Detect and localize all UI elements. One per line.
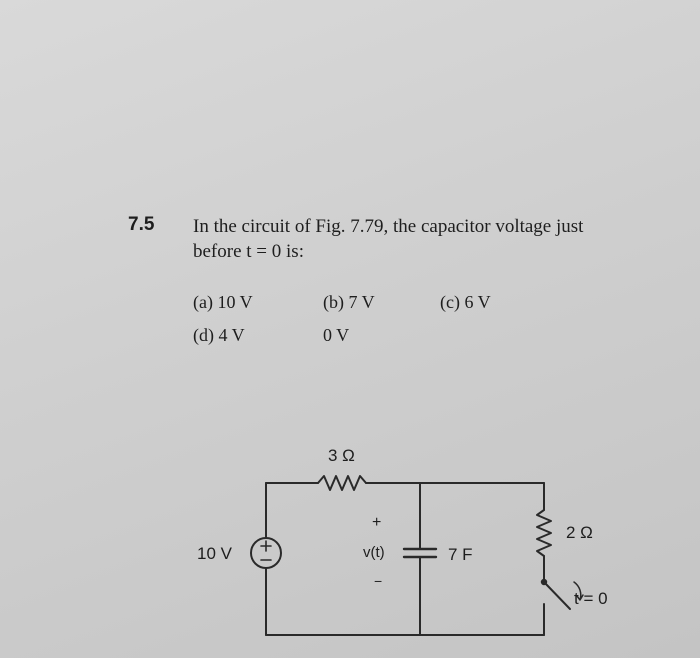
option-a: (a) 10 V [193,292,253,312]
capacitor-label: 7 F [448,545,473,564]
switch-time-label: t = 0 [574,589,608,608]
problem-number: 7.5 [128,214,155,235]
switch-arrow-icon [573,581,584,601]
question-text: In the circuit of Fig. 7.79, the capacit… [193,214,683,264]
option-d: (d) 4 V [193,325,245,345]
capacitor-voltage-label: v(t) [363,544,385,561]
question-line-2: before t = 0 is: [193,241,304,262]
question-line-1: In the circuit of Fig. 7.79, the capacit… [193,216,584,237]
resistor-3-ohm-label: 3 Ω [328,446,355,465]
capacitor-plus-label: + [372,514,382,531]
voltage-source-label: 10 V [197,544,232,563]
capacitor-minus-label: − [374,573,383,589]
option-e: 0 V [323,325,350,345]
resistor-2-ohm [536,509,552,557]
resistor-3-ohm [317,475,367,491]
source-plus-sign [260,540,272,552]
switch-blade-icon [543,581,571,610]
option-c: (c) 6 V [440,292,491,312]
option-b: (b) 7 V [323,292,375,312]
voltage-source-icon [250,537,282,569]
resistor-2-ohm-label: 2 Ω [566,523,593,542]
